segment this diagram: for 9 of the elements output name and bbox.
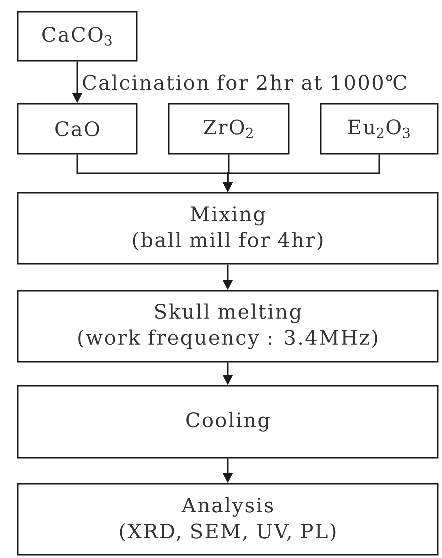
process-box: Mixing (ball mill for 4hr): [17, 192, 439, 265]
process-box: Analysis (XRD, SEM, UV, PL): [17, 483, 439, 556]
process-box: Skull melting (work frequency : 3.4MHz): [17, 290, 439, 363]
process-box: Cooling: [17, 385, 439, 459]
process-box: ZrO$_{2}$: [168, 103, 290, 155]
process-box: CaCO$_{3}$: [17, 11, 138, 62]
process-box: CaO: [17, 103, 138, 155]
process-box: Eu$_{2}$O$_{3}$: [320, 103, 439, 155]
edge-label: Calcination for 2hr at 1000℃: [80, 73, 410, 92]
